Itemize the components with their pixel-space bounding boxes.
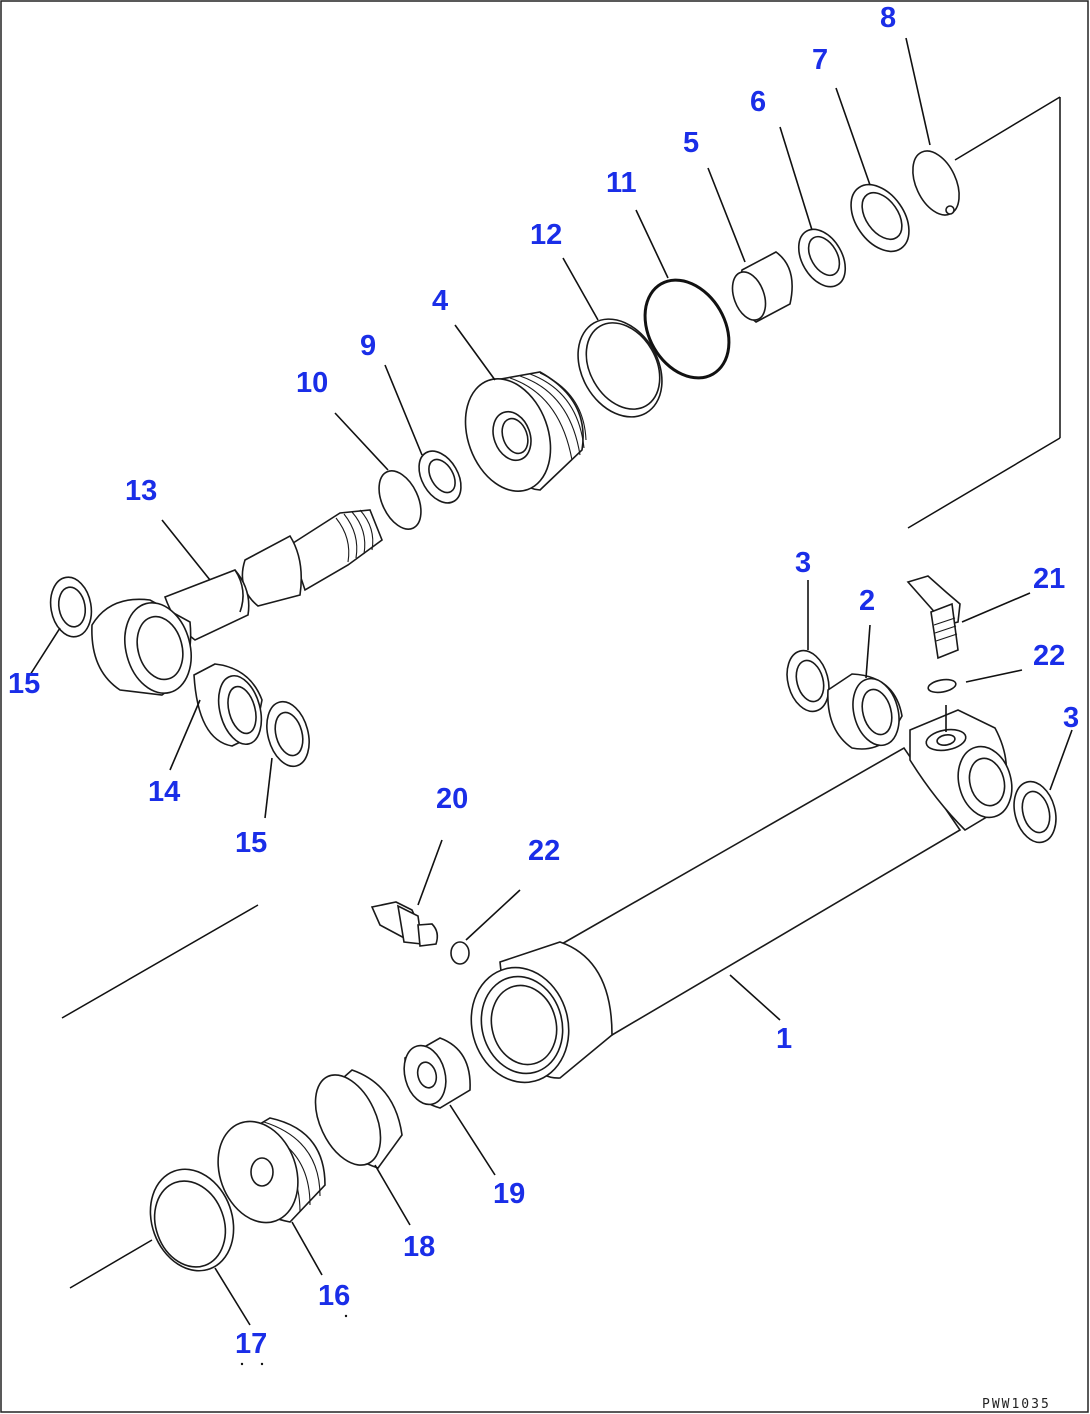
label-part-8: 8 (880, 2, 896, 34)
backup-ring-part-12 (577, 318, 663, 418)
dust-seal-part-15-left (49, 576, 93, 638)
label-part-3-right: 3 (1063, 702, 1079, 734)
leader-lines (29, 37, 1073, 1366)
o-ring-part-11 (643, 278, 731, 380)
cylinder-tube-part-1 (470, 705, 1013, 1084)
drawing-reference-code: PWW1035 (982, 1397, 1051, 1412)
cylinder-head-part-4 (464, 371, 587, 492)
bushing-part-14 (193, 663, 263, 747)
axis-lines (61, 96, 1061, 1289)
dust-seal-part-3-left (786, 649, 830, 713)
label-part-11: 11 (606, 167, 637, 199)
label-part-5: 5 (683, 127, 699, 159)
label-part-15-right: 15 (235, 827, 267, 859)
label-part-16: 16 (318, 1280, 350, 1312)
label-part-17: 17 (235, 1328, 267, 1360)
dust-seal-part-3-right (1013, 780, 1057, 844)
label-part-1: 1 (776, 1023, 792, 1055)
label-part-22-lower: 22 (528, 835, 560, 867)
seal-part-17 (149, 1168, 235, 1272)
snap-ring-part-8 (912, 150, 960, 216)
piston-part-16 (217, 1117, 326, 1224)
grease-fitting-part-21 (906, 575, 961, 660)
seal-part-9 (418, 450, 462, 504)
grease-fitting-part-20 (370, 901, 439, 947)
label-part-9: 9 (360, 330, 376, 362)
label-part-20: 20 (436, 783, 468, 815)
label-part-10: 10 (296, 367, 328, 399)
bushing-part-2 (827, 673, 903, 750)
label-part-2: 2 (859, 585, 875, 617)
snap-ring-part-10 (378, 470, 422, 530)
label-part-3-left: 3 (795, 547, 811, 579)
label-part-15-left: 15 (8, 668, 40, 700)
seal-part-6 (797, 228, 847, 288)
piston-rod-part-13 (91, 509, 383, 696)
label-part-13: 13 (125, 475, 157, 507)
label-part-21: 21 (1033, 563, 1065, 595)
label-part-19: 19 (493, 1178, 525, 1210)
seal-part-7 (850, 183, 910, 253)
label-part-18: 18 (403, 1231, 435, 1263)
o-ring-part-22-upper (927, 678, 957, 694)
label-part-22-upper: 22 (1033, 640, 1065, 672)
label-part-12: 12 (530, 219, 562, 251)
label-part-7: 7 (812, 44, 828, 76)
label-part-4: 4 (432, 285, 448, 317)
label-part-6: 6 (750, 86, 766, 118)
label-part-14: 14 (148, 776, 180, 808)
wear-ring-part-18 (314, 1069, 403, 1169)
bushing-part-5 (731, 251, 793, 323)
o-ring-part-22-lower (450, 941, 470, 965)
nut-part-19 (403, 1037, 471, 1109)
dust-seal-part-15-right (266, 700, 310, 768)
